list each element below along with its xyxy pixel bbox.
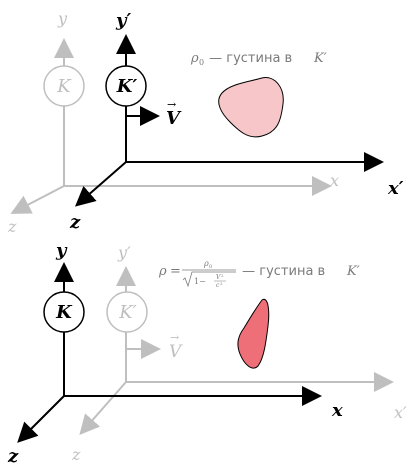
top-z-axis (74, 161, 127, 207)
bottom-caption-den-v: V (216, 274, 221, 281)
bottom-caption-den-v-exp: 2 (221, 273, 224, 278)
bottom-velocity-label: V (169, 342, 183, 362)
bottom-frame-K-circle (43, 291, 85, 333)
top-caption-frame: K′ (313, 51, 327, 66)
top-density-blob (218, 77, 284, 138)
top-label-x-prime: x′ (387, 178, 404, 199)
top-label-z: z (69, 212, 81, 233)
bottom-label-z: z (7, 446, 19, 467)
top-label-x: x (330, 171, 339, 190)
bottom-z-axis (17, 395, 65, 443)
top-faded-z-axis (10, 185, 65, 214)
bottom-caption-den-one: 1− (194, 277, 206, 286)
bottom-caption-den-c: c (216, 282, 220, 289)
top-label-z-faded: z (7, 217, 17, 236)
top-caption-symbol: ρ (190, 51, 199, 66)
bottom-frame-K-prime-circle (106, 291, 148, 333)
top-frame-K-circle (43, 65, 85, 107)
bottom-frame-K-label: K (55, 302, 73, 323)
top-frame-K-prime-circle (105, 65, 147, 107)
bottom-caption-sqrt-sign (182, 271, 236, 288)
top-caption: ρ 0 — густина в K′ (190, 51, 327, 67)
bottom-frame-K-prime-label: K′ (118, 302, 137, 323)
top-label-y: y (57, 9, 68, 28)
bottom-faded-z-axis (79, 381, 127, 436)
bottom-label-y: y (55, 240, 68, 261)
bottom-label-x: x (331, 400, 343, 421)
bottom-caption-text: — густина в (238, 264, 329, 279)
bottom-panel: y y′ x x′ z z K K′ → V ρ = ρ 0 1− V 2 c … (7, 240, 407, 467)
bottom-caption-numerator: ρ (203, 259, 209, 268)
top-frame-K-label: K (56, 76, 72, 97)
bottom-velocity-arrow-glyph: → (170, 331, 179, 344)
bottom-caption-numerator-sub: 0 (209, 264, 212, 270)
top-panel: y y′ x x′ z z K K′ → V ρ 0 — густина в K… (7, 9, 404, 236)
bottom-caption-symbol: ρ (158, 264, 167, 279)
bottom-caption-equals: = (170, 264, 181, 279)
bottom-caption: ρ = ρ 0 1− V 2 c 2 — густина в K′ (158, 259, 360, 289)
top-caption-text: — густина в (205, 51, 296, 66)
top-label-y-prime: y′ (115, 10, 131, 31)
bottom-label-x-prime: x′ (394, 403, 407, 422)
top-velocity-arrow-glyph: → (167, 98, 176, 111)
bottom-caption-den-c-exp: 2 (220, 281, 223, 286)
top-velocity-label: V (166, 108, 182, 129)
bottom-label-y-prime: y′ (117, 243, 131, 262)
top-frame-K-prime-label: K′ (116, 76, 138, 97)
bottom-caption-frame: K′ (346, 264, 360, 279)
bottom-label-z-faded: z (71, 445, 81, 464)
bottom-density-blob (237, 298, 270, 369)
top-caption-subscript: 0 (199, 58, 204, 67)
